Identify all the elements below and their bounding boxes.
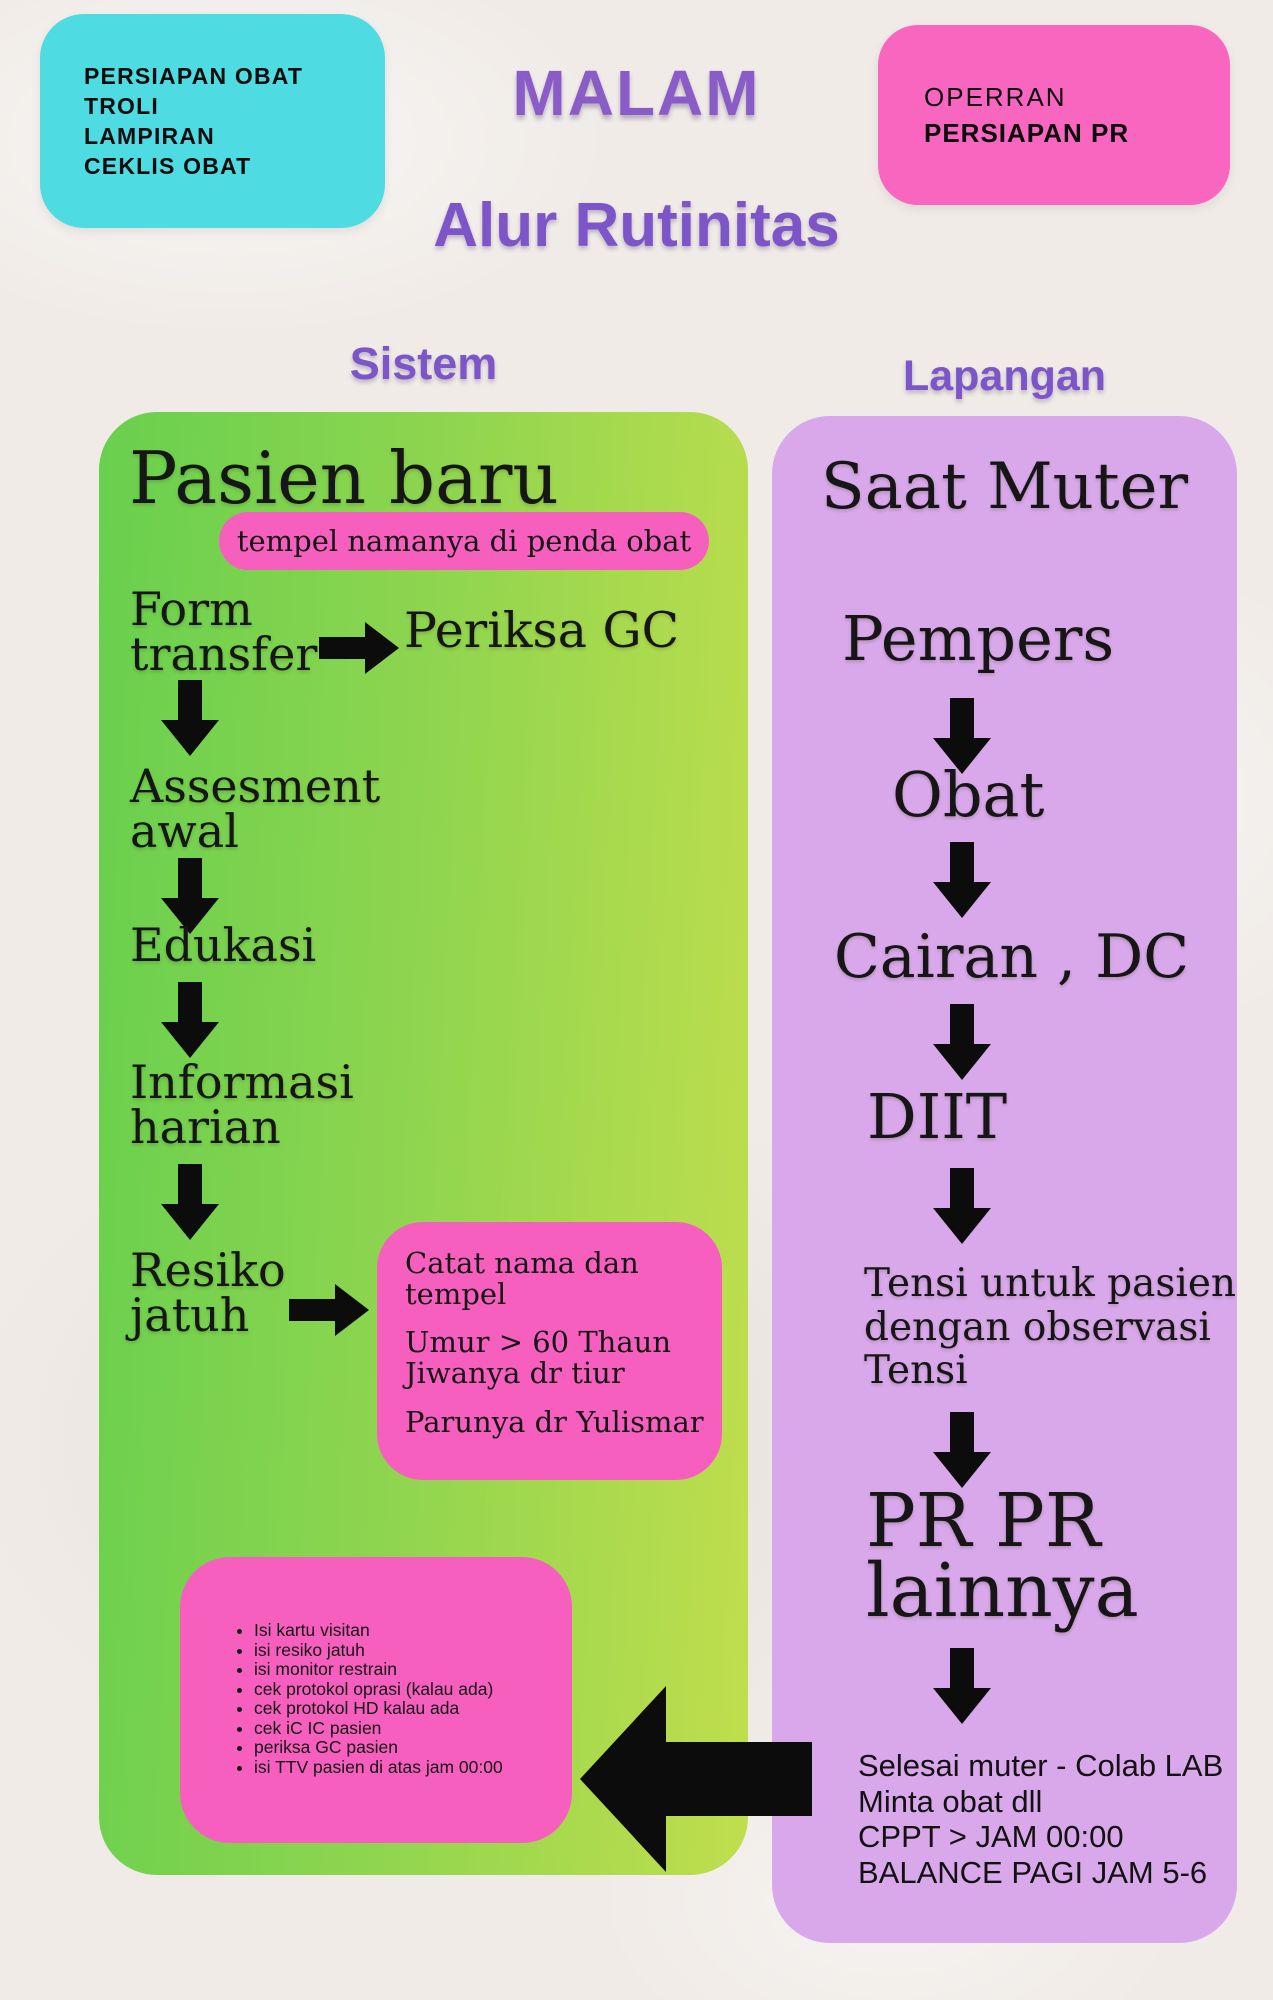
checklist-item: periksa GC pasien	[254, 1737, 572, 1758]
arrow-down-icon	[161, 1164, 219, 1240]
checklist-item: cek protokol oprasi (kalau ada)	[254, 1679, 572, 1700]
arrow-down-icon	[933, 842, 991, 918]
checklist-item: isi resiko jatuh	[254, 1640, 572, 1661]
arrow-down-icon	[161, 680, 219, 756]
step-assesment-awal: Assesment awal	[130, 759, 381, 859]
arrow-down-icon	[933, 1412, 991, 1488]
tempel-nama-pill: tempel namanya di penda obat	[219, 512, 709, 570]
page-title: Alur Rutinitas	[433, 191, 840, 260]
arrow-down-icon	[161, 858, 219, 934]
arrow-down-icon	[933, 698, 991, 774]
step-pempers: Pempers	[842, 602, 1115, 675]
step-tensi: Tensi untuk pasien dengan observasi Tens…	[864, 1261, 1237, 1394]
step-pr-pr-lainnya: PR PR lainnya	[866, 1478, 1139, 1635]
checklist-item: isi monitor restrain	[254, 1659, 572, 1680]
arrow-down-icon	[933, 1648, 991, 1724]
step-form-transfer: Form transfer	[130, 582, 318, 682]
step-diit: DIIT	[867, 1080, 1008, 1153]
lapangan-panel: Saat Muter Pempers Obat Cairan , DC DIIT…	[772, 416, 1237, 1943]
note-catat: Catat nama dan tempel	[405, 1246, 639, 1311]
arrow-right-icon	[319, 622, 399, 674]
note-paru: Parunya dr Yulismar	[405, 1404, 704, 1439]
step-edukasi: Edukasi	[130, 918, 317, 972]
arrow-down-icon	[933, 1168, 991, 1244]
note-umur: Umur > 60 Thaun Jiwanya dr tiur	[405, 1325, 671, 1391]
checklist: Isi kartu visitan isi resiko jatuh isi m…	[232, 1620, 572, 1778]
step-obat: Obat	[892, 758, 1045, 831]
step-periksa-gc: Periksa GC	[404, 602, 680, 659]
column-title-lapangan: Lapangan	[902, 352, 1107, 400]
prep-obat-note-text: PERSIAPAN OBAT TROLI LAMPIRAN CEKLIS OBA…	[84, 63, 304, 179]
checklist-box: Isi kartu visitan isi resiko jatuh isi m…	[180, 1557, 572, 1843]
checklist-item: isi TTV pasien di atas jam 00:00	[254, 1757, 572, 1778]
tempel-nama-text: tempel namanya di penda obat	[236, 524, 692, 558]
operran-note-box: OPERRAN PERSIAPAN PR	[878, 25, 1230, 205]
shift-title: MALAM	[512, 57, 761, 129]
arrow-right-icon	[289, 1284, 369, 1336]
resiko-note-box: Catat nama dan tempel Umur > 60 Thaun Ji…	[377, 1222, 722, 1480]
arrow-left-big-icon	[580, 1684, 812, 1874]
arrow-down-icon	[933, 1004, 991, 1080]
step-cairan-dc: Cairan , DC	[834, 922, 1190, 992]
checklist-item: cek protokol HD kalau ada	[254, 1698, 572, 1719]
checklist-item: Isi kartu visitan	[254, 1620, 572, 1641]
operran-line1: OPERRAN	[924, 82, 1067, 112]
step-resiko-jatuh: Resiko jatuh	[130, 1243, 286, 1343]
checklist-item: cek iC IC pasien	[254, 1718, 572, 1739]
sistem-panel: Pasien baru tempel namanya di penda obat…	[99, 412, 748, 1875]
lapangan-footer-notes: Selesai muter - Colab LAB Minta obat dll…	[858, 1748, 1224, 1890]
sistem-heading: Pasien baru	[129, 436, 559, 520]
column-title-sistem: Sistem	[349, 338, 498, 389]
prep-obat-note-box: PERSIAPAN OBAT TROLI LAMPIRAN CEKLIS OBA…	[40, 14, 385, 228]
arrow-down-icon	[161, 982, 219, 1058]
step-informasi-harian: Informasi harian	[130, 1055, 354, 1155]
operran-line2: PERSIAPAN PR	[924, 118, 1130, 148]
lapangan-heading: Saat Muter	[820, 450, 1189, 524]
